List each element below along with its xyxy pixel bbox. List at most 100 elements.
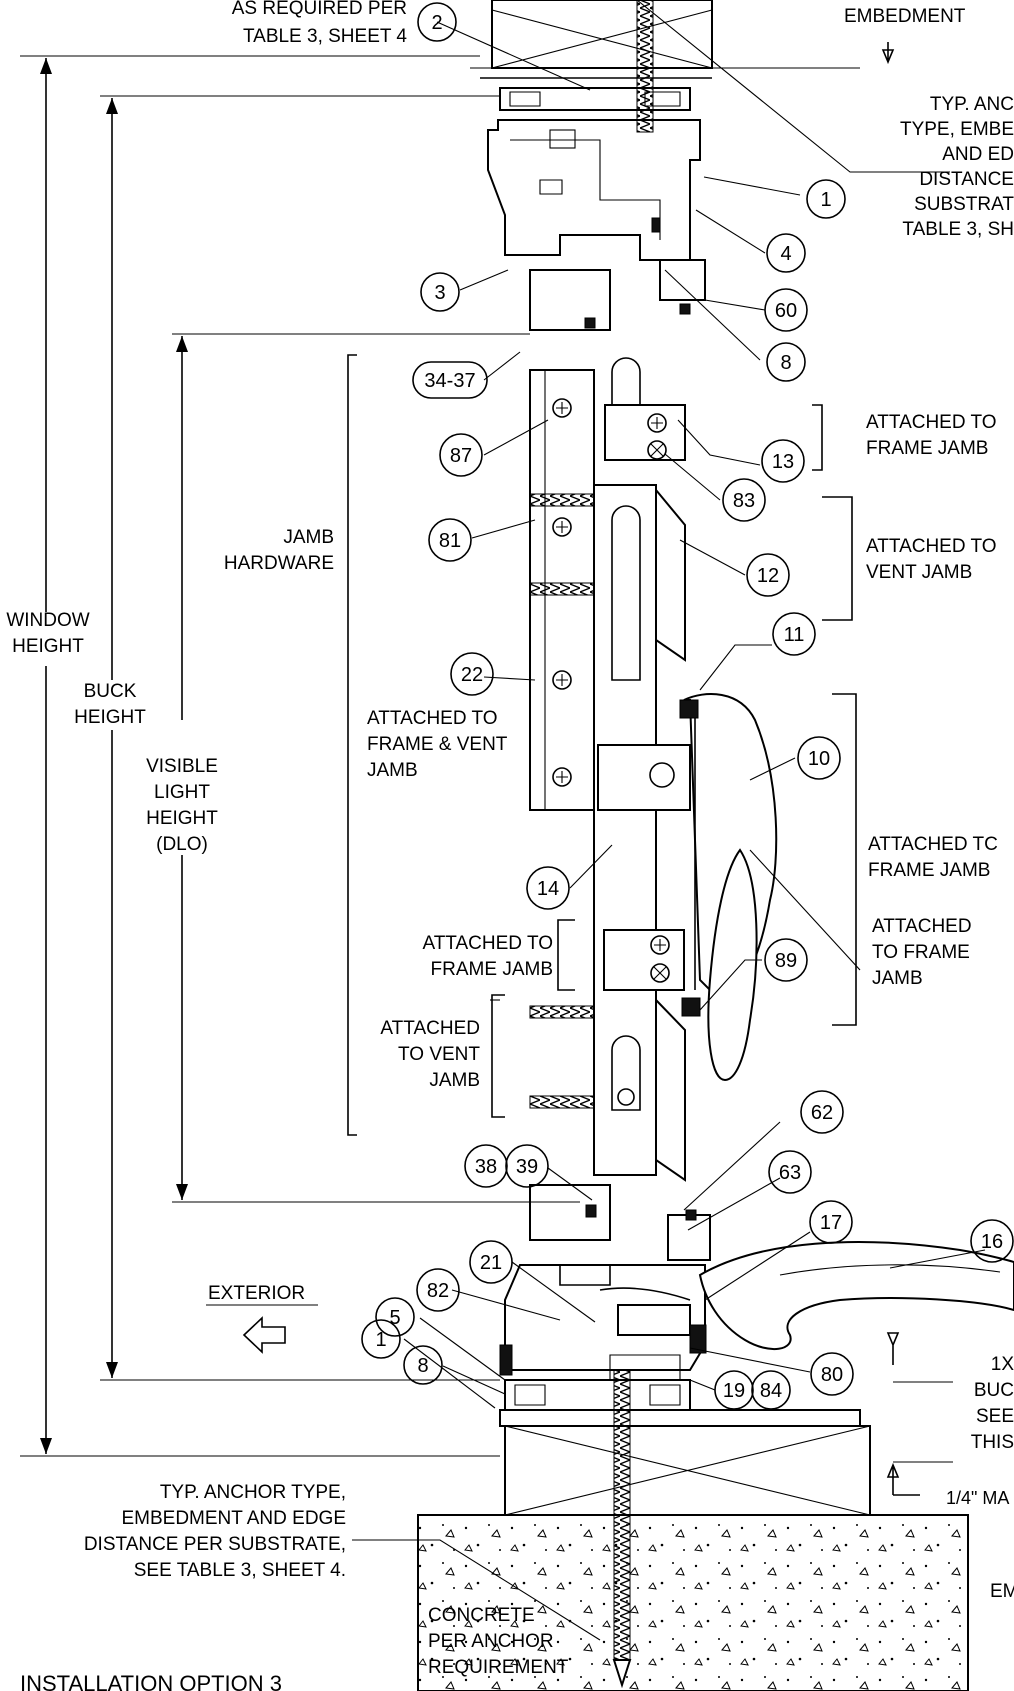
label-as-required: AS REQUIRED PER (232, 0, 407, 19)
svg-text:ATTACHED TC: ATTACHED TC (868, 834, 998, 855)
svg-text:84: 84 (760, 1380, 782, 1402)
window-height-dimension (20, 55, 500, 1457)
svg-text:21: 21 (480, 1252, 502, 1274)
exterior-arrow-icon (206, 1304, 318, 1354)
callout-22: 22 (450, 652, 494, 696)
svg-text:(DLO): (DLO) (156, 834, 208, 855)
svg-text:14: 14 (537, 878, 559, 900)
svg-text:81: 81 (439, 530, 461, 552)
svg-text:TABLE 3, SH: TABLE 3, SH (902, 219, 1014, 240)
svg-text:DISTANCE: DISTANCE (919, 169, 1014, 190)
sill-anchor-screw (612, 1369, 632, 1689)
head-anchor-screw (636, 0, 654, 133)
svg-text:3: 3 (434, 282, 445, 304)
svg-text:16: 16 (981, 1231, 1003, 1253)
callout-62: 62 (800, 1090, 844, 1134)
callout-80: 80 (810, 1352, 854, 1396)
svg-text:LIGHT: LIGHT (154, 782, 210, 803)
label-installation-option: INSTALLATION OPTION 3 (20, 1671, 282, 1691)
svg-text:87: 87 (450, 445, 472, 467)
svg-text:TYP. ANC: TYP. ANC (930, 94, 1014, 115)
leader-lines (352, 0, 986, 1641)
svg-text:VENT JAMB: VENT JAMB (866, 562, 972, 583)
svg-text:WINDOW: WINDOW (6, 610, 89, 631)
callout-10: 10 (797, 736, 841, 780)
svg-text:HEIGHT: HEIGHT (146, 808, 218, 829)
svg-text:ATTACHED: ATTACHED (872, 916, 972, 937)
sill-buck (499, 1409, 871, 1516)
svg-text:THIS: THIS (971, 1432, 1014, 1453)
svg-text:FRAME JAMB: FRAME JAMB (431, 959, 553, 980)
svg-text:TYPE, EMBE: TYPE, EMBE (900, 119, 1014, 140)
svg-text:11: 11 (784, 624, 805, 646)
svg-text:13: 13 (772, 451, 794, 473)
svg-text:HEIGHT: HEIGHT (74, 707, 146, 728)
callout-8-bot: 8 (403, 1345, 443, 1385)
dlo-height-dimension (172, 333, 580, 1203)
svg-text:ATTACHED TO: ATTACHED TO (866, 412, 997, 433)
svg-text:EM: EM (990, 1581, 1014, 1602)
svg-text:FRAME & VENT: FRAME & VENT (367, 734, 508, 755)
svg-text:38: 38 (475, 1156, 497, 1178)
svg-text:TO VENT: TO VENT (398, 1044, 480, 1065)
callout-83: 83 (722, 478, 766, 522)
svg-text:BUC: BUC (974, 1380, 1014, 1401)
svg-text:DISTANCE PER SUBSTRATE,: DISTANCE PER SUBSTRATE, (84, 1534, 346, 1555)
callout-89: 89 (764, 938, 808, 982)
svg-text:62: 62 (811, 1102, 833, 1124)
callout-1-top: 1 (806, 179, 846, 219)
svg-text:ATTACHED TO: ATTACHED TO (367, 708, 498, 729)
callout-16: 16 (970, 1219, 1014, 1263)
svg-text:83: 83 (733, 490, 755, 512)
svg-text:80: 80 (821, 1364, 843, 1386)
svg-text:89: 89 (775, 950, 797, 972)
svg-text:4: 4 (780, 243, 791, 265)
svg-text:34-37: 34-37 (424, 370, 475, 392)
concrete-substrate (417, 1514, 969, 1691)
svg-text:AND ED: AND ED (942, 144, 1014, 165)
buck-height-dimension (100, 95, 500, 1381)
svg-text:8: 8 (417, 1355, 428, 1377)
svg-text:JAMB: JAMB (367, 760, 418, 781)
callout-63: 63 (768, 1150, 812, 1194)
svg-text:39: 39 (516, 1156, 538, 1178)
callout-21: 21 (469, 1240, 513, 1284)
svg-text:19: 19 (723, 1380, 745, 1402)
svg-text:VISIBLE: VISIBLE (146, 756, 218, 777)
svg-text:JAMB: JAMB (872, 968, 923, 989)
callout-34-37: 34-37 (412, 361, 488, 399)
callout-87: 87 (439, 433, 483, 477)
callout-38: 38 (464, 1144, 508, 1188)
callout-11: 11 (772, 612, 816, 656)
svg-text:63: 63 (779, 1162, 801, 1184)
callout-1-bot: 1 (361, 1319, 401, 1359)
svg-text:SEE TABLE 3, SHEET 4.: SEE TABLE 3, SHEET 4. (134, 1560, 346, 1581)
svg-text:FRAME JAMB: FRAME JAMB (866, 438, 988, 459)
operator-handle (679, 693, 778, 1082)
callout-39: 39 (505, 1144, 549, 1188)
svg-text:REQUIREMENT: REQUIREMENT (428, 1657, 569, 1678)
svg-text:SUBSTRAT: SUBSTRAT (914, 194, 1014, 215)
svg-text:1/4" MA: 1/4" MA (946, 1488, 1009, 1508)
callout-3: 3 (420, 272, 460, 312)
svg-text:HEIGHT: HEIGHT (12, 636, 84, 657)
callout-8-top: 8 (766, 342, 806, 382)
callout-17: 17 (809, 1200, 853, 1244)
svg-text:12: 12 (757, 565, 779, 587)
sill-frame-profile (499, 1184, 711, 1411)
bracket-lines (347, 42, 953, 1496)
svg-text:BUCK: BUCK (84, 681, 137, 702)
svg-text:FRAME JAMB: FRAME JAMB (868, 860, 990, 881)
svg-text:ATTACHED TO: ATTACHED TO (422, 933, 553, 954)
svg-text:JAMB: JAMB (283, 527, 334, 548)
svg-text:SEE: SEE (976, 1406, 1014, 1427)
svg-text:1X: 1X (991, 1354, 1014, 1375)
callout-60: 60 (764, 288, 808, 332)
text-labels: AS REQUIRED PER TABLE 3, SHEET 4 EMBEDME… (6, 0, 1014, 1691)
svg-text:TO FRAME: TO FRAME (872, 942, 970, 963)
svg-text:8: 8 (780, 352, 791, 374)
svg-text:JAMB: JAMB (429, 1070, 480, 1091)
callout-2: 2 (417, 2, 457, 42)
vent-jamb-strip (593, 357, 691, 1182)
svg-text:HARDWARE: HARDWARE (224, 553, 334, 574)
